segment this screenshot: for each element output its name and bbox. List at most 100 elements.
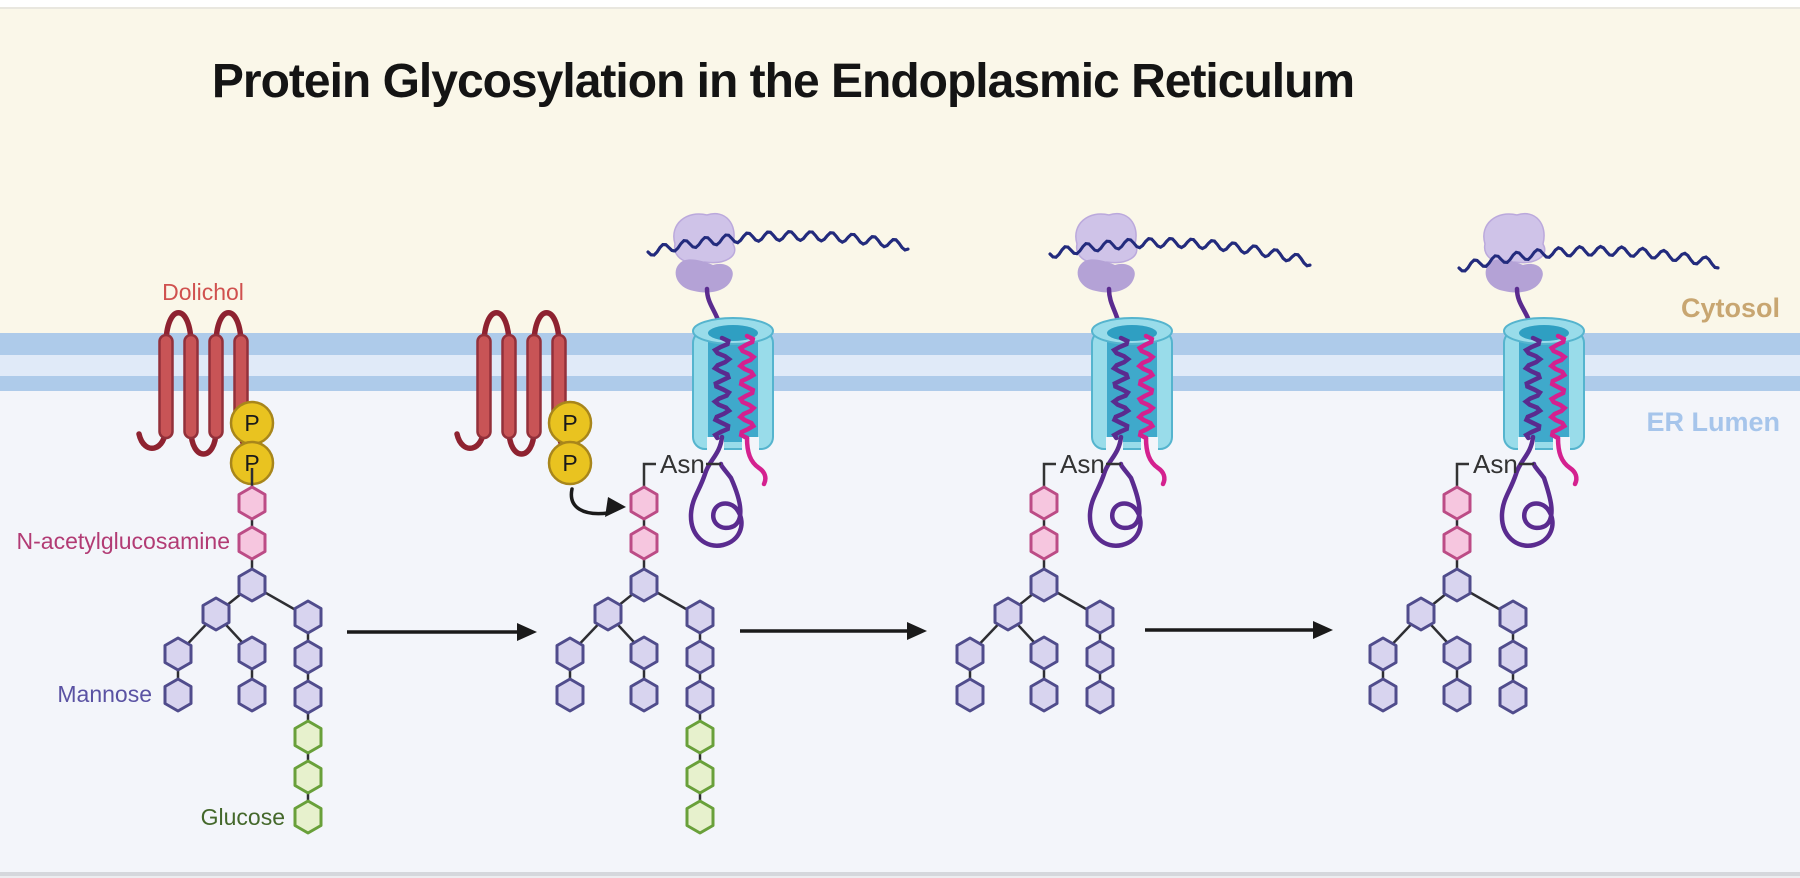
page-title: Protein Glycosylation in the Endoplasmic… bbox=[212, 55, 1354, 108]
dolichol-top-loop bbox=[481, 310, 512, 348]
dolichol-illustration: PP bbox=[136, 310, 275, 486]
dolichol-top-loop bbox=[163, 310, 194, 348]
transfer-arrow-head bbox=[605, 497, 626, 517]
glycan-node-glcnac bbox=[629, 485, 659, 521]
glycan-node-mannose bbox=[555, 677, 585, 713]
glycan-node-glucose bbox=[293, 759, 323, 795]
glycan-node-mannose bbox=[685, 599, 715, 635]
glycan-node-glcnac bbox=[237, 525, 267, 561]
stage-4: Asn bbox=[1368, 212, 1720, 715]
cytosol-label: Cytosol bbox=[1681, 293, 1780, 323]
asn-label: Asn bbox=[1473, 449, 1518, 479]
ribosome bbox=[1075, 212, 1138, 293]
mrna-strand-overlay bbox=[1048, 237, 1312, 268]
glycan-node-mannose bbox=[1442, 677, 1472, 713]
bottom-strip-light bbox=[0, 876, 1800, 878]
ribosome-small-subunit bbox=[675, 259, 733, 293]
dolichol-transmembrane-segment bbox=[183, 333, 199, 440]
nascent-protein-strand bbox=[711, 335, 733, 441]
top-strip-line bbox=[0, 7, 1800, 9]
glycan-tree bbox=[955, 485, 1115, 715]
translocon-complex bbox=[688, 286, 774, 548]
glycan-node-mannose bbox=[1442, 567, 1472, 603]
ribosome bbox=[1483, 212, 1546, 293]
phosphate-label: P bbox=[244, 410, 259, 436]
glycan-node-mannose bbox=[1442, 635, 1472, 671]
membrane-outer-leaflet bbox=[0, 333, 1800, 355]
glycan-node-mannose bbox=[955, 677, 985, 713]
glycan-node-glcnac bbox=[629, 525, 659, 561]
glycan-node-mannose bbox=[593, 596, 623, 632]
signal-peptide-strand bbox=[1135, 333, 1157, 441]
transfer-arrow-shaft bbox=[569, 487, 610, 516]
signal-peptide-tail bbox=[744, 435, 768, 487]
glycan-transfer-arrow bbox=[569, 487, 626, 517]
dolichol-transmembrane-segment bbox=[158, 333, 174, 440]
dolichol-top-loop bbox=[213, 310, 244, 348]
translocon-complex bbox=[1087, 286, 1173, 548]
stage-arrow-head bbox=[1313, 621, 1333, 639]
n-acetylglucosamine-label: N-acetylglucosamine bbox=[17, 528, 230, 554]
ribosome-small-subunit bbox=[1485, 259, 1543, 293]
glycan-node-mannose bbox=[685, 679, 715, 715]
bottom-strip bbox=[0, 872, 1800, 876]
dolichol-illustration: PP bbox=[454, 310, 593, 486]
nascent-protein-strand bbox=[1110, 335, 1132, 441]
asn-label: Asn bbox=[1060, 449, 1105, 479]
glycan-node-glcnac bbox=[237, 485, 267, 521]
glycan-node-mannose bbox=[1368, 636, 1398, 672]
glycan-node-mannose bbox=[629, 567, 659, 603]
er-lumen-label: ER Lumen bbox=[1646, 407, 1780, 437]
glycan-node-glcnac bbox=[1442, 525, 1472, 561]
ribosome bbox=[673, 212, 736, 293]
glycan-node-mannose bbox=[685, 639, 715, 675]
glycan-node-mannose bbox=[993, 596, 1023, 632]
glycan-node-mannose bbox=[1406, 596, 1436, 632]
glycan-node-mannose bbox=[237, 567, 267, 603]
glycan-node-glcnac bbox=[1442, 485, 1472, 521]
glycan-node-mannose bbox=[1029, 567, 1059, 603]
top-white-strip bbox=[0, 0, 1800, 7]
glycan-node-mannose bbox=[201, 596, 231, 632]
nascent-protein-strand bbox=[1522, 335, 1544, 441]
stage-3: Asn bbox=[955, 212, 1312, 715]
nascent-protein-lumenal-loop bbox=[1087, 434, 1143, 548]
asn-bracket bbox=[1455, 462, 1469, 489]
phosphate-circle bbox=[547, 440, 593, 486]
stage-arrow-head bbox=[517, 623, 537, 641]
dolichol-transmembrane-segment bbox=[526, 333, 542, 440]
stage-2: PP Asn bbox=[454, 212, 910, 835]
asn-bracket bbox=[1042, 462, 1056, 489]
stage-arrow-head bbox=[907, 622, 927, 640]
glycan-node-glucose bbox=[685, 799, 715, 835]
asn-attachment: Asn bbox=[642, 449, 721, 489]
glycan-node-mannose bbox=[293, 639, 323, 675]
signal-peptide-tail bbox=[1555, 435, 1579, 487]
glycan-node-mannose bbox=[1029, 677, 1059, 713]
asn-label: Asn bbox=[660, 449, 705, 479]
glycan-tree bbox=[555, 485, 715, 835]
glycan-node-mannose bbox=[1029, 635, 1059, 671]
glycan-node-mannose bbox=[1085, 679, 1115, 715]
signal-peptide-tail bbox=[1143, 435, 1167, 487]
dolichol-label: Dolichol bbox=[162, 279, 244, 305]
glycan-tree bbox=[1368, 485, 1528, 715]
stage-arrow bbox=[740, 622, 927, 640]
mrna-strand-overlay bbox=[646, 230, 910, 257]
stage-arrow bbox=[1145, 621, 1333, 639]
glycan-node-glcnac bbox=[1029, 525, 1059, 561]
glycan-node-mannose bbox=[1085, 599, 1115, 635]
glycan-node-mannose bbox=[1368, 677, 1398, 713]
glycan-node-mannose bbox=[629, 677, 659, 713]
translocon-complex bbox=[1499, 286, 1585, 548]
glycan-node-mannose bbox=[955, 636, 985, 672]
glycan-node-glucose bbox=[293, 799, 323, 835]
glycan-node-glcnac bbox=[1029, 485, 1059, 521]
membrane-inner-leaflet bbox=[0, 376, 1800, 391]
glucose-label: Glucose bbox=[201, 804, 285, 830]
phosphate-label: P bbox=[562, 450, 577, 476]
glycan-node-mannose bbox=[555, 636, 585, 672]
glycan-node-mannose bbox=[293, 679, 323, 715]
